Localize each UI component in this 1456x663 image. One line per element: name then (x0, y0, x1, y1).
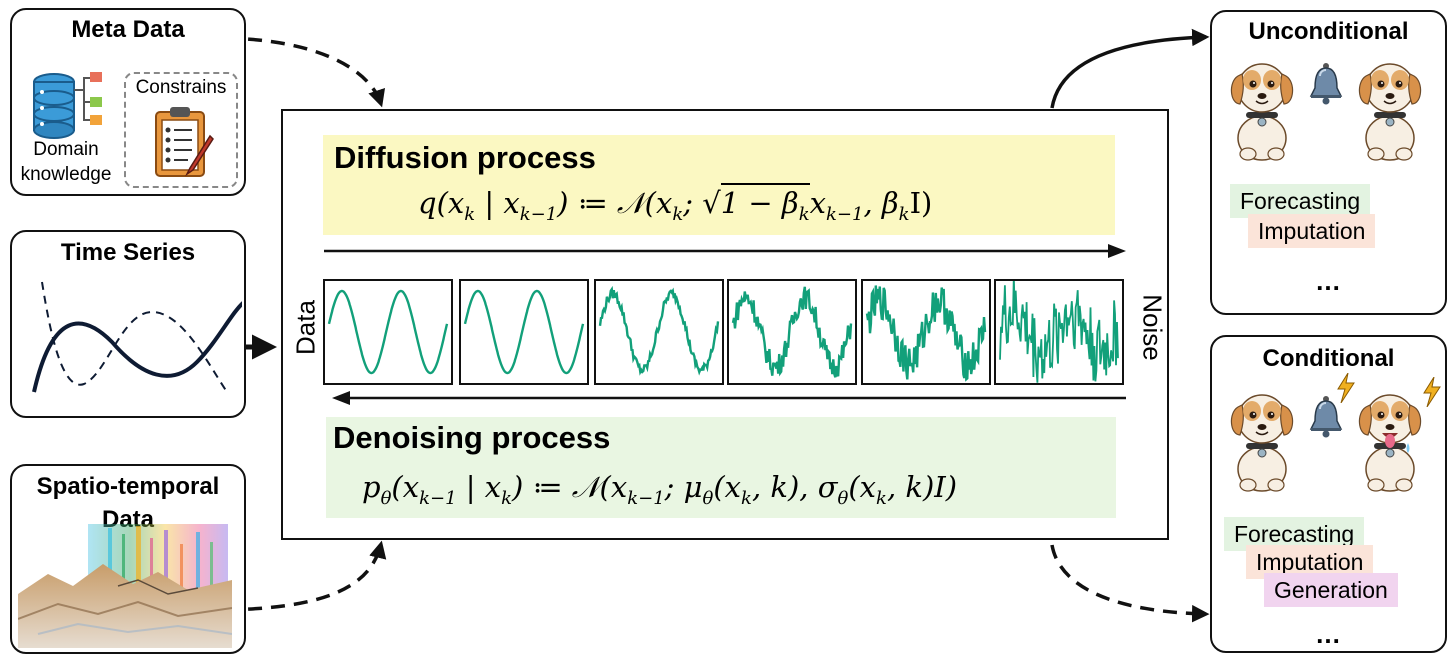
denoising-formula-mid: (x (713, 470, 742, 504)
denoising-title: Denoising process (333, 420, 611, 455)
diffusion-formula-lhs: q(x (418, 186, 465, 220)
constrains-label: Constrains (135, 77, 227, 98)
denoising-formula-p: p (362, 470, 381, 504)
wave-line (999, 281, 1119, 383)
diffusion-formula-end: I) (909, 186, 933, 220)
diffusion-formula-sub: k (672, 203, 684, 225)
diffusion-title: Diffusion process (334, 140, 596, 175)
unconditional-box: Unconditional (1210, 10, 1447, 315)
denoising-formula: pθ(xk−1 | xk) ≔ 𝒩(xk−1; μθ(xk, k), σθ(xk… (362, 470, 957, 509)
denoising-formula-assign: ) ≔ 𝒩(x (512, 470, 628, 504)
unconditional-title: Unconditional (1248, 18, 1409, 45)
wave-panel-5 (861, 279, 991, 385)
backward-arrow (332, 391, 1126, 405)
tag-imputation: Imputation (1248, 214, 1376, 248)
wave-line (598, 285, 720, 376)
wave-path (463, 289, 585, 375)
time-series-box: Time Series (10, 230, 246, 418)
wave-line (865, 285, 987, 382)
wave-panel-1 (323, 279, 453, 385)
diffusion-formula-x: x (809, 186, 826, 220)
wave-panel-3 (594, 279, 724, 385)
domain-label-line1: Domain (33, 139, 99, 160)
denoising-formula-sub: θ (702, 487, 714, 509)
tag-generation: Generation (1264, 573, 1398, 607)
denoising-panel (326, 417, 1116, 518)
wave-line (327, 289, 449, 375)
wave-path (731, 286, 853, 378)
diffusion-panel (323, 135, 1115, 235)
denoising-formula-sigma: , k), σ (751, 470, 838, 504)
denoising-formula-mid: (x (848, 470, 877, 504)
diffusion-formula-sub: k (464, 203, 476, 225)
denoising-formula-sub: θ (380, 487, 392, 509)
wave-line (463, 289, 585, 375)
diffusion-formula-sub: k−1 (825, 203, 864, 225)
time-series-title: Time Series (60, 239, 196, 266)
wave-path (327, 289, 449, 375)
conditional-title: Conditional (1262, 345, 1395, 372)
lightning-icon (1337, 373, 1355, 403)
dog-icon (1358, 63, 1422, 161)
denoising-formula-open: (x (391, 470, 420, 504)
bell-icon (1309, 63, 1343, 105)
constrains-box: Constrains (124, 72, 238, 188)
bell-icon (1309, 396, 1343, 438)
more-dots: ... (1316, 266, 1341, 296)
diffusion-formula: q(xk | xk−1) ≔ 𝒩(xk; √1 − βkxk−1, βkI) (418, 183, 933, 225)
wave-panel-4 (727, 279, 857, 385)
denoising-formula-mu: ; μ (664, 470, 703, 504)
denoising-formula-sub: k (501, 487, 513, 509)
time-series-curves (32, 281, 242, 393)
sqrt-body: 1 − βk (720, 183, 810, 225)
dog-icon (1358, 394, 1422, 492)
diffusion-formula-sub: k (898, 203, 910, 225)
wave-path (999, 281, 1119, 383)
sqrt-body-text: 1 − β (720, 186, 799, 220)
terrain-image (18, 524, 232, 648)
denoising-formula-sub: k−1 (419, 487, 457, 509)
diffusion-formula-semi: ; (683, 186, 703, 220)
spatio-title-line1: Spatio-temporal (36, 473, 220, 500)
lightning-icon (1423, 377, 1441, 407)
denoising-formula-sub: θ (837, 487, 849, 509)
wave-line (731, 286, 853, 378)
more-dots: ... (1316, 619, 1341, 649)
spatio-temporal-box: Spatio-temporal Data (10, 464, 246, 654)
denoising-formula-sub: k (876, 487, 887, 509)
dog-icon (1230, 394, 1294, 492)
diffusion-formula-assign: ) ≔ 𝒩(x (557, 186, 673, 220)
wave-path (598, 285, 720, 376)
data-label: Data (290, 300, 321, 355)
denoising-formula-sub: k (741, 487, 752, 509)
sqrt-sign: √ (702, 186, 721, 220)
wave-path (865, 285, 987, 382)
database-icon (33, 72, 102, 139)
meta-data-title: Meta Data (71, 16, 185, 43)
meta-data-box: Meta Data Domain knowledge Constrains (10, 8, 246, 196)
dog-icon (1230, 63, 1294, 161)
forward-arrow (324, 244, 1126, 258)
domain-label-line2: knowledge (20, 164, 112, 185)
denoising-formula-bar: | x (456, 470, 502, 504)
tag-forecasting: Forecasting (1230, 184, 1371, 218)
diffusion-formula-sub: k−1 (519, 203, 558, 225)
noise-label: Noise (1137, 294, 1168, 361)
diffusion-formula-sub: k (798, 203, 810, 225)
conditional-box: Conditional (1210, 335, 1447, 653)
diffusion-formula-bar: | x (475, 186, 520, 220)
denoising-formula-end: , k)I) (886, 470, 958, 504)
wave-panel-2 (459, 279, 589, 385)
diffusion-formula-beta: , β (863, 186, 899, 220)
clipboard-icon (155, 107, 214, 177)
denoising-formula-sub: k−1 (627, 487, 665, 509)
wave-panel-6 (994, 279, 1124, 385)
